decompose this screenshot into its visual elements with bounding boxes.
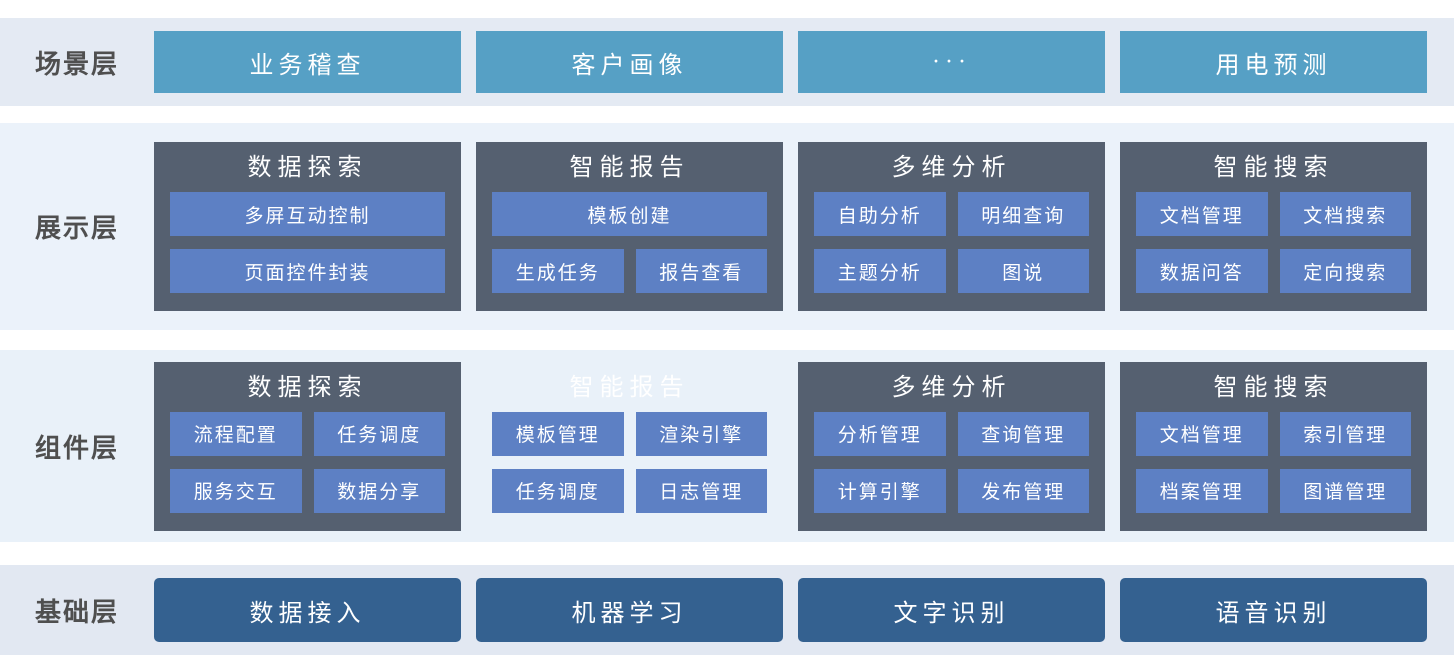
chip-row: 模板管理 渲染引擎: [492, 411, 767, 456]
scene-ellipsis: ···: [798, 31, 1105, 93]
chip-row: 生成任务 报告查看: [492, 249, 767, 293]
module-chip: 模板创建: [492, 192, 767, 236]
layer-display-content: 数据探索 多屏互动控制 页面控件封装 智能报告 模板创建 生成任务 报告查看: [154, 142, 1427, 311]
module-chip: 文档管理: [1136, 411, 1268, 456]
chip-row: 自助分析 明细查询: [814, 192, 1089, 236]
module-chip: 任务调度: [492, 468, 624, 513]
chip-row: 任务调度 日志管理: [492, 468, 767, 513]
component-card-smart-search: 智能搜索 文档管理 索引管理 档案管理 图谱管理: [1120, 361, 1427, 531]
card-title: 智能报告: [569, 155, 690, 181]
module-chip: 服务交互: [170, 468, 302, 513]
module-chip: 数据分享: [313, 468, 445, 513]
module-chip: 报告查看: [635, 249, 767, 293]
layer-label-display: 展示层: [34, 213, 119, 243]
module-chip: 任务调度: [313, 411, 445, 456]
card-title: 智能搜索: [1213, 374, 1334, 401]
chip-row: 模板创建: [492, 192, 767, 236]
scene-business-audit: 业务稽查: [154, 31, 461, 93]
layer-component: 组件层 数据探索 流程配置 任务调度 服务交互 数据分享 智能报告 模板管理 渲…: [0, 350, 1454, 542]
card-title: 数据探索: [247, 155, 368, 181]
chip-row: 计算引擎 发布管理: [814, 468, 1089, 513]
base-data-access: 数据接入: [154, 578, 461, 642]
scene-customer-profile: 客户画像: [476, 31, 783, 93]
card-title: 智能搜索: [1213, 155, 1334, 181]
chip-row: 档案管理 图谱管理: [1136, 468, 1411, 513]
module-chip: 日志管理: [635, 468, 767, 513]
card-title: 多维分析: [891, 155, 1012, 181]
layer-base: 基础层 数据接入 机器学习 文字识别 语音识别: [0, 565, 1454, 655]
card-title: 多维分析: [891, 374, 1012, 401]
module-chip: 定向搜索: [1279, 249, 1411, 293]
module-chip: 分析管理: [814, 411, 946, 456]
module-chip: 生成任务: [492, 249, 624, 293]
base-text-recognition: 文字识别: [798, 578, 1105, 642]
base-machine-learning: 机器学习: [476, 578, 783, 642]
chip-row: 流程配置 任务调度: [170, 411, 445, 456]
module-chip: 发布管理: [957, 468, 1089, 513]
module-chip: 流程配置: [170, 411, 302, 456]
module-chip: 文档管理: [1136, 192, 1268, 236]
layer-label-component: 组件层: [34, 432, 119, 463]
scene-power-forecast: 用电预测: [1120, 31, 1427, 93]
module-chip: 明细查询: [957, 192, 1089, 236]
module-chip: 主题分析: [814, 249, 946, 293]
module-chip: 模板管理: [492, 411, 624, 456]
module-chip: 索引管理: [1279, 411, 1411, 456]
module-chip: 图说: [957, 249, 1089, 293]
module-chip: 图谱管理: [1279, 468, 1411, 513]
chip-row: 服务交互 数据分享: [170, 468, 445, 513]
chip-row: 页面控件封装: [170, 249, 445, 293]
module-chip: 查询管理: [957, 411, 1089, 456]
module-chip: 数据问答: [1136, 249, 1268, 293]
chip-row: 多屏互动控制: [170, 192, 445, 236]
component-card-multidim-analysis: 多维分析 分析管理 查询管理 计算引擎 发布管理: [798, 361, 1105, 531]
display-card-multidim-analysis: 多维分析 自助分析 明细查询 主题分析 图说: [798, 142, 1105, 311]
layer-base-content: 数据接入 机器学习 文字识别 语音识别: [154, 578, 1427, 642]
chip-row: 文档管理 文档搜索: [1136, 192, 1411, 236]
chip-row: 分析管理 查询管理: [814, 411, 1089, 456]
layer-scene: 场景层 业务稽查 客户画像 ··· 用电预测: [0, 18, 1454, 106]
display-card-smart-search: 智能搜索 文档管理 文档搜索 数据问答 定向搜索: [1120, 142, 1427, 311]
module-chip: 文档搜索: [1279, 192, 1411, 236]
layer-display: 展示层 数据探索 多屏互动控制 页面控件封装 智能报告 模板创建 生成任务 报告…: [0, 123, 1454, 330]
chip-row: 主题分析 图说: [814, 249, 1089, 293]
layer-label-base: 基础层: [34, 596, 119, 627]
layer-component-content: 数据探索 流程配置 任务调度 服务交互 数据分享 智能报告 模板管理 渲染引擎 …: [154, 361, 1427, 531]
module-chip: 渲染引擎: [635, 411, 767, 456]
card-title: 智能报告: [569, 374, 690, 401]
component-card-data-explore: 数据探索 流程配置 任务调度 服务交互 数据分享: [154, 361, 461, 531]
layer-label-scene: 场景层: [34, 48, 119, 79]
chip-row: 文档管理 索引管理: [1136, 411, 1411, 456]
module-chip: 多屏互动控制: [170, 192, 445, 236]
display-card-smart-report: 智能报告 模板创建 生成任务 报告查看: [476, 142, 783, 311]
base-speech-recognition: 语音识别: [1120, 578, 1427, 642]
module-chip: 页面控件封装: [170, 249, 445, 293]
module-chip: 自助分析: [814, 192, 946, 236]
module-chip: 档案管理: [1136, 468, 1268, 513]
module-chip: 计算引擎: [814, 468, 946, 513]
chip-row: 数据问答 定向搜索: [1136, 249, 1411, 293]
display-card-data-explore: 数据探索 多屏互动控制 页面控件封装: [154, 142, 461, 311]
card-title: 数据探索: [247, 374, 368, 401]
layer-scene-content: 业务稽查 客户画像 ··· 用电预测: [154, 31, 1427, 93]
component-card-smart-report-ghost: 智能报告 模板管理 渲染引擎 任务调度 日志管理: [476, 362, 783, 531]
